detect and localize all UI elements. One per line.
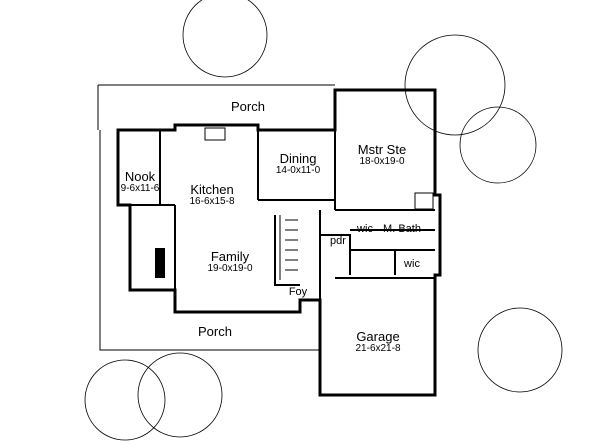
shower	[414, 192, 434, 210]
fireplace	[155, 248, 165, 278]
tree	[459, 106, 537, 184]
tree	[137, 352, 223, 438]
range-hood	[204, 127, 226, 141]
room-wic-2: wic	[404, 258, 420, 270]
room-foyer: Foy	[288, 286, 308, 298]
porch-outlines	[97, 84, 335, 351]
tree	[404, 34, 506, 136]
room-master-bath: M. Bath	[383, 223, 421, 235]
room-wic-1: wic	[357, 223, 373, 235]
tree	[477, 307, 563, 393]
landscape-trees	[84, 0, 563, 441]
room-porch-top: Porch	[231, 99, 265, 114]
tree	[182, 0, 268, 78]
exterior-walls	[116, 88, 442, 397]
interior-walls	[118, 130, 435, 300]
tree	[84, 359, 166, 441]
room-powder: pdr	[330, 235, 346, 247]
room-porch-bottom: Porch	[198, 324, 232, 339]
